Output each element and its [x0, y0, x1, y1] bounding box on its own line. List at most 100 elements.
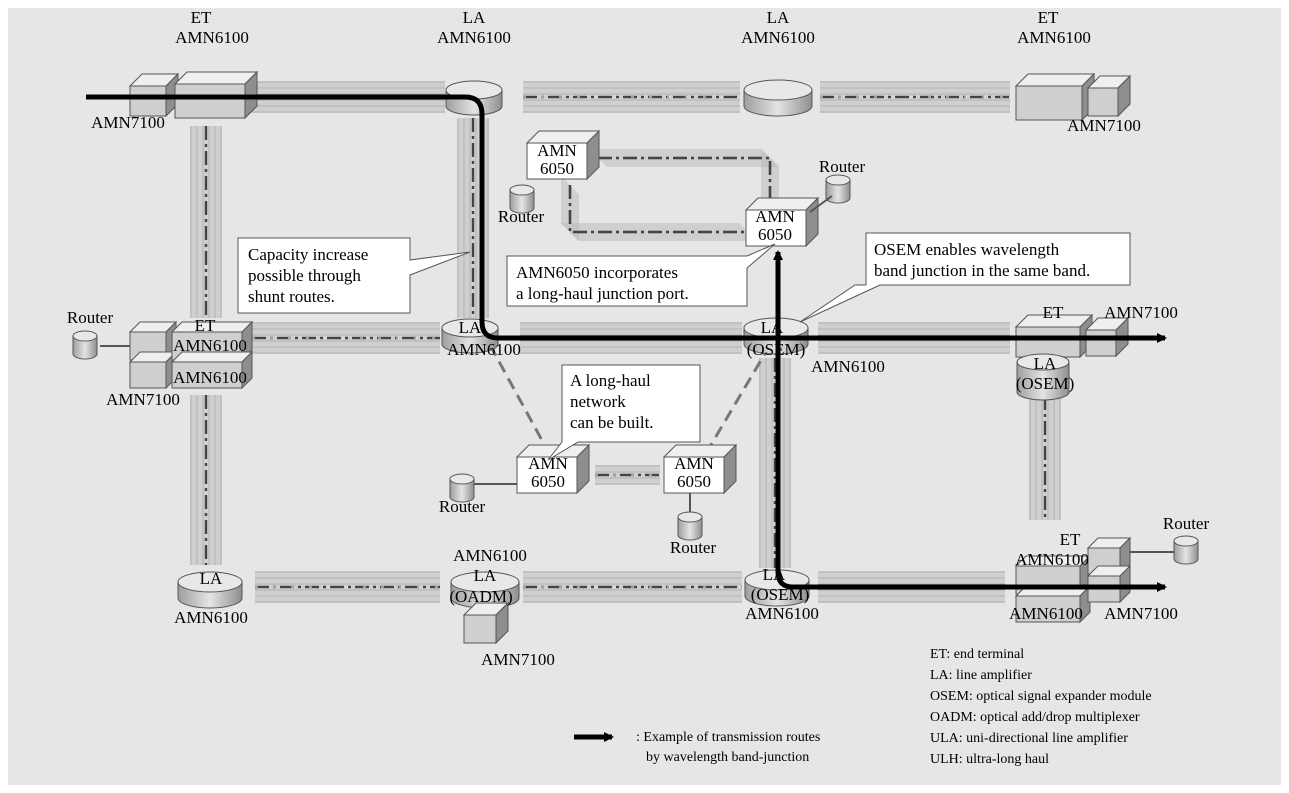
legend-abbr-4: ULA: uni-directional line amplifier: [930, 731, 1128, 746]
callout-osem-line1: OSEM enables wavelength: [874, 240, 1060, 259]
label-amn7100-bm: AMN7100: [481, 650, 555, 669]
callout-longhaul-box: [547, 364, 701, 461]
label-et-tr-model: AMN6100: [1017, 28, 1091, 47]
device-router-c: [449, 473, 475, 503]
legend-abbr-3: OADM: optical add/drop multiplexer: [930, 710, 1140, 725]
callout-longhaul-line2: network: [570, 392, 626, 411]
device-router-left: [72, 330, 98, 360]
label-et-br-type: ET: [1060, 530, 1081, 549]
label-la-right-sub: (OSEM): [1016, 374, 1075, 393]
legend-arrow-text-line2: by wavelength band-junction: [646, 750, 809, 765]
device-la-bl: [177, 571, 243, 609]
label-amn6050-a-line1: AMN: [537, 141, 577, 160]
label-et-br-model1: AMN6100: [1015, 550, 1089, 569]
node-labels: ET AMN6100 AMN7100 LA AMN6100 LA AMN6100…: [67, 8, 1210, 669]
dashed-link-right: [703, 344, 772, 456]
fiber-v-left-top: [190, 126, 222, 318]
device-la-top-mid2: [743, 79, 813, 117]
label-la-br-model: AMN6100: [745, 604, 819, 623]
label-la-top-mid1-type: LA: [463, 8, 486, 27]
device-amn7100-bm: [462, 601, 510, 645]
label-la-top-mid2-model: AMN6100: [741, 28, 815, 47]
label-la-bl-model: AMN6100: [174, 608, 248, 627]
route-amn6050-to-bottom-right: [775, 254, 1167, 592]
fiber-v-center-bot: [759, 358, 791, 568]
label-la-bl-type: LA: [200, 569, 223, 588]
callout-capacity-line1: Capacity increase: [248, 245, 368, 264]
device-amn6050-b: [744, 196, 820, 248]
label-router-c: Router: [439, 497, 486, 516]
device-amn7100-mr: [1084, 316, 1130, 358]
callout-incorporates-box: [506, 243, 776, 307]
device-router-br: [1173, 535, 1199, 565]
label-la-bm-type: LA: [474, 566, 497, 585]
transmission-routes: [86, 94, 1167, 592]
fiber-amn6050-cd: [595, 465, 660, 485]
callout-longhaul-line3: can be built.: [570, 413, 654, 432]
callout-osem-line2: band junction in the same band.: [874, 261, 1090, 280]
label-et-tr-type: ET: [1038, 8, 1059, 27]
device-router-d: [677, 511, 703, 541]
label-router-b: Router: [819, 157, 866, 176]
label-la-mid1-type: LA: [459, 318, 482, 337]
callout-incorporates-line1: AMN6050 incorporates: [516, 263, 678, 282]
dashed-links: [488, 344, 772, 456]
callout-longhaul-line1: A long-haul: [570, 371, 651, 390]
label-amn7100-ml: AMN7100: [106, 390, 180, 409]
device-amn6050-d: [662, 443, 738, 495]
label-la-mid2-sub: (OSEM): [747, 340, 806, 359]
label-amn7100-br: AMN7100: [1104, 604, 1178, 623]
device-et-tl: [173, 70, 259, 120]
label-amn7100-tr: AMN7100: [1067, 116, 1141, 135]
device-amn7100-br-2: [1086, 564, 1132, 604]
label-la-bm-sub: (OADM): [449, 587, 512, 606]
callout-capacity-line2: possible through: [248, 266, 361, 285]
fiber-bot-1: [255, 571, 440, 603]
dashed-link-left: [488, 344, 552, 456]
label-amn6050-a-line2: 6050: [540, 159, 574, 178]
device-amn7100-ml-2: [128, 350, 178, 390]
device-la-bm: [450, 571, 520, 609]
label-et-ml-type: ET: [195, 316, 216, 335]
label-la-bm-model-top: AMN6100: [453, 546, 527, 565]
callouts: Capacity increase possible through shunt…: [237, 232, 1131, 461]
fiber-top-3: [820, 81, 1010, 113]
label-amn6050-c-line1: AMN: [528, 454, 568, 473]
label-la-mid1-model: AMN6100: [447, 340, 521, 359]
callout-osem-box: [799, 232, 1131, 323]
device-la-right: [1016, 353, 1070, 401]
label-amn7100-mr: AMN7100: [1104, 303, 1178, 322]
label-la-mid2-type: LA: [761, 318, 784, 337]
label-router-br: Router: [1163, 514, 1210, 533]
label-amn6050-b-line1: AMN: [755, 207, 795, 226]
label-amn7100-tl: AMN7100: [91, 113, 165, 132]
legend-abbr-1: LA: line amplifier: [930, 668, 1032, 683]
label-la-br-type: LA: [763, 565, 786, 584]
fiber-top-2: [523, 81, 740, 113]
fiber-bot-2: [523, 571, 742, 603]
device-router-b: [825, 174, 851, 204]
device-router-a: [509, 184, 535, 214]
label-et-mr-type: ET: [1043, 303, 1064, 322]
label-amn6050-d-line2: 6050: [677, 472, 711, 491]
label-router-a: Router: [498, 207, 545, 226]
route-top-to-middle-right: [86, 94, 1167, 343]
legend-abbr-2: OSEM: optical signal expander module: [930, 689, 1152, 704]
label-la-top-mid2-type: LA: [767, 8, 790, 27]
link-router-b: [809, 195, 833, 213]
label-amn6050-d-line1: AMN: [674, 454, 714, 473]
label-amn6050-c-line2: 6050: [531, 472, 565, 491]
label-router-left: Router: [67, 308, 114, 327]
fiber-v-right: [1029, 396, 1061, 520]
label-et-ml-model2: AMN6100: [173, 368, 247, 387]
callout-capacity-line3: shunt routes.: [248, 287, 335, 306]
device-et-ml-2: [170, 350, 254, 390]
label-et-ml-model1: AMN6100: [173, 336, 247, 355]
fiber-mid-1: [252, 322, 440, 354]
label-la-mid2-model: AMN6100: [811, 357, 885, 376]
label-et-tl-type: ET: [191, 8, 212, 27]
label-et-tl-model: AMN6100: [175, 28, 249, 47]
legend-abbr-5: ULH: ultra-long haul: [930, 752, 1049, 767]
fiber-v-left-bot: [190, 395, 222, 565]
